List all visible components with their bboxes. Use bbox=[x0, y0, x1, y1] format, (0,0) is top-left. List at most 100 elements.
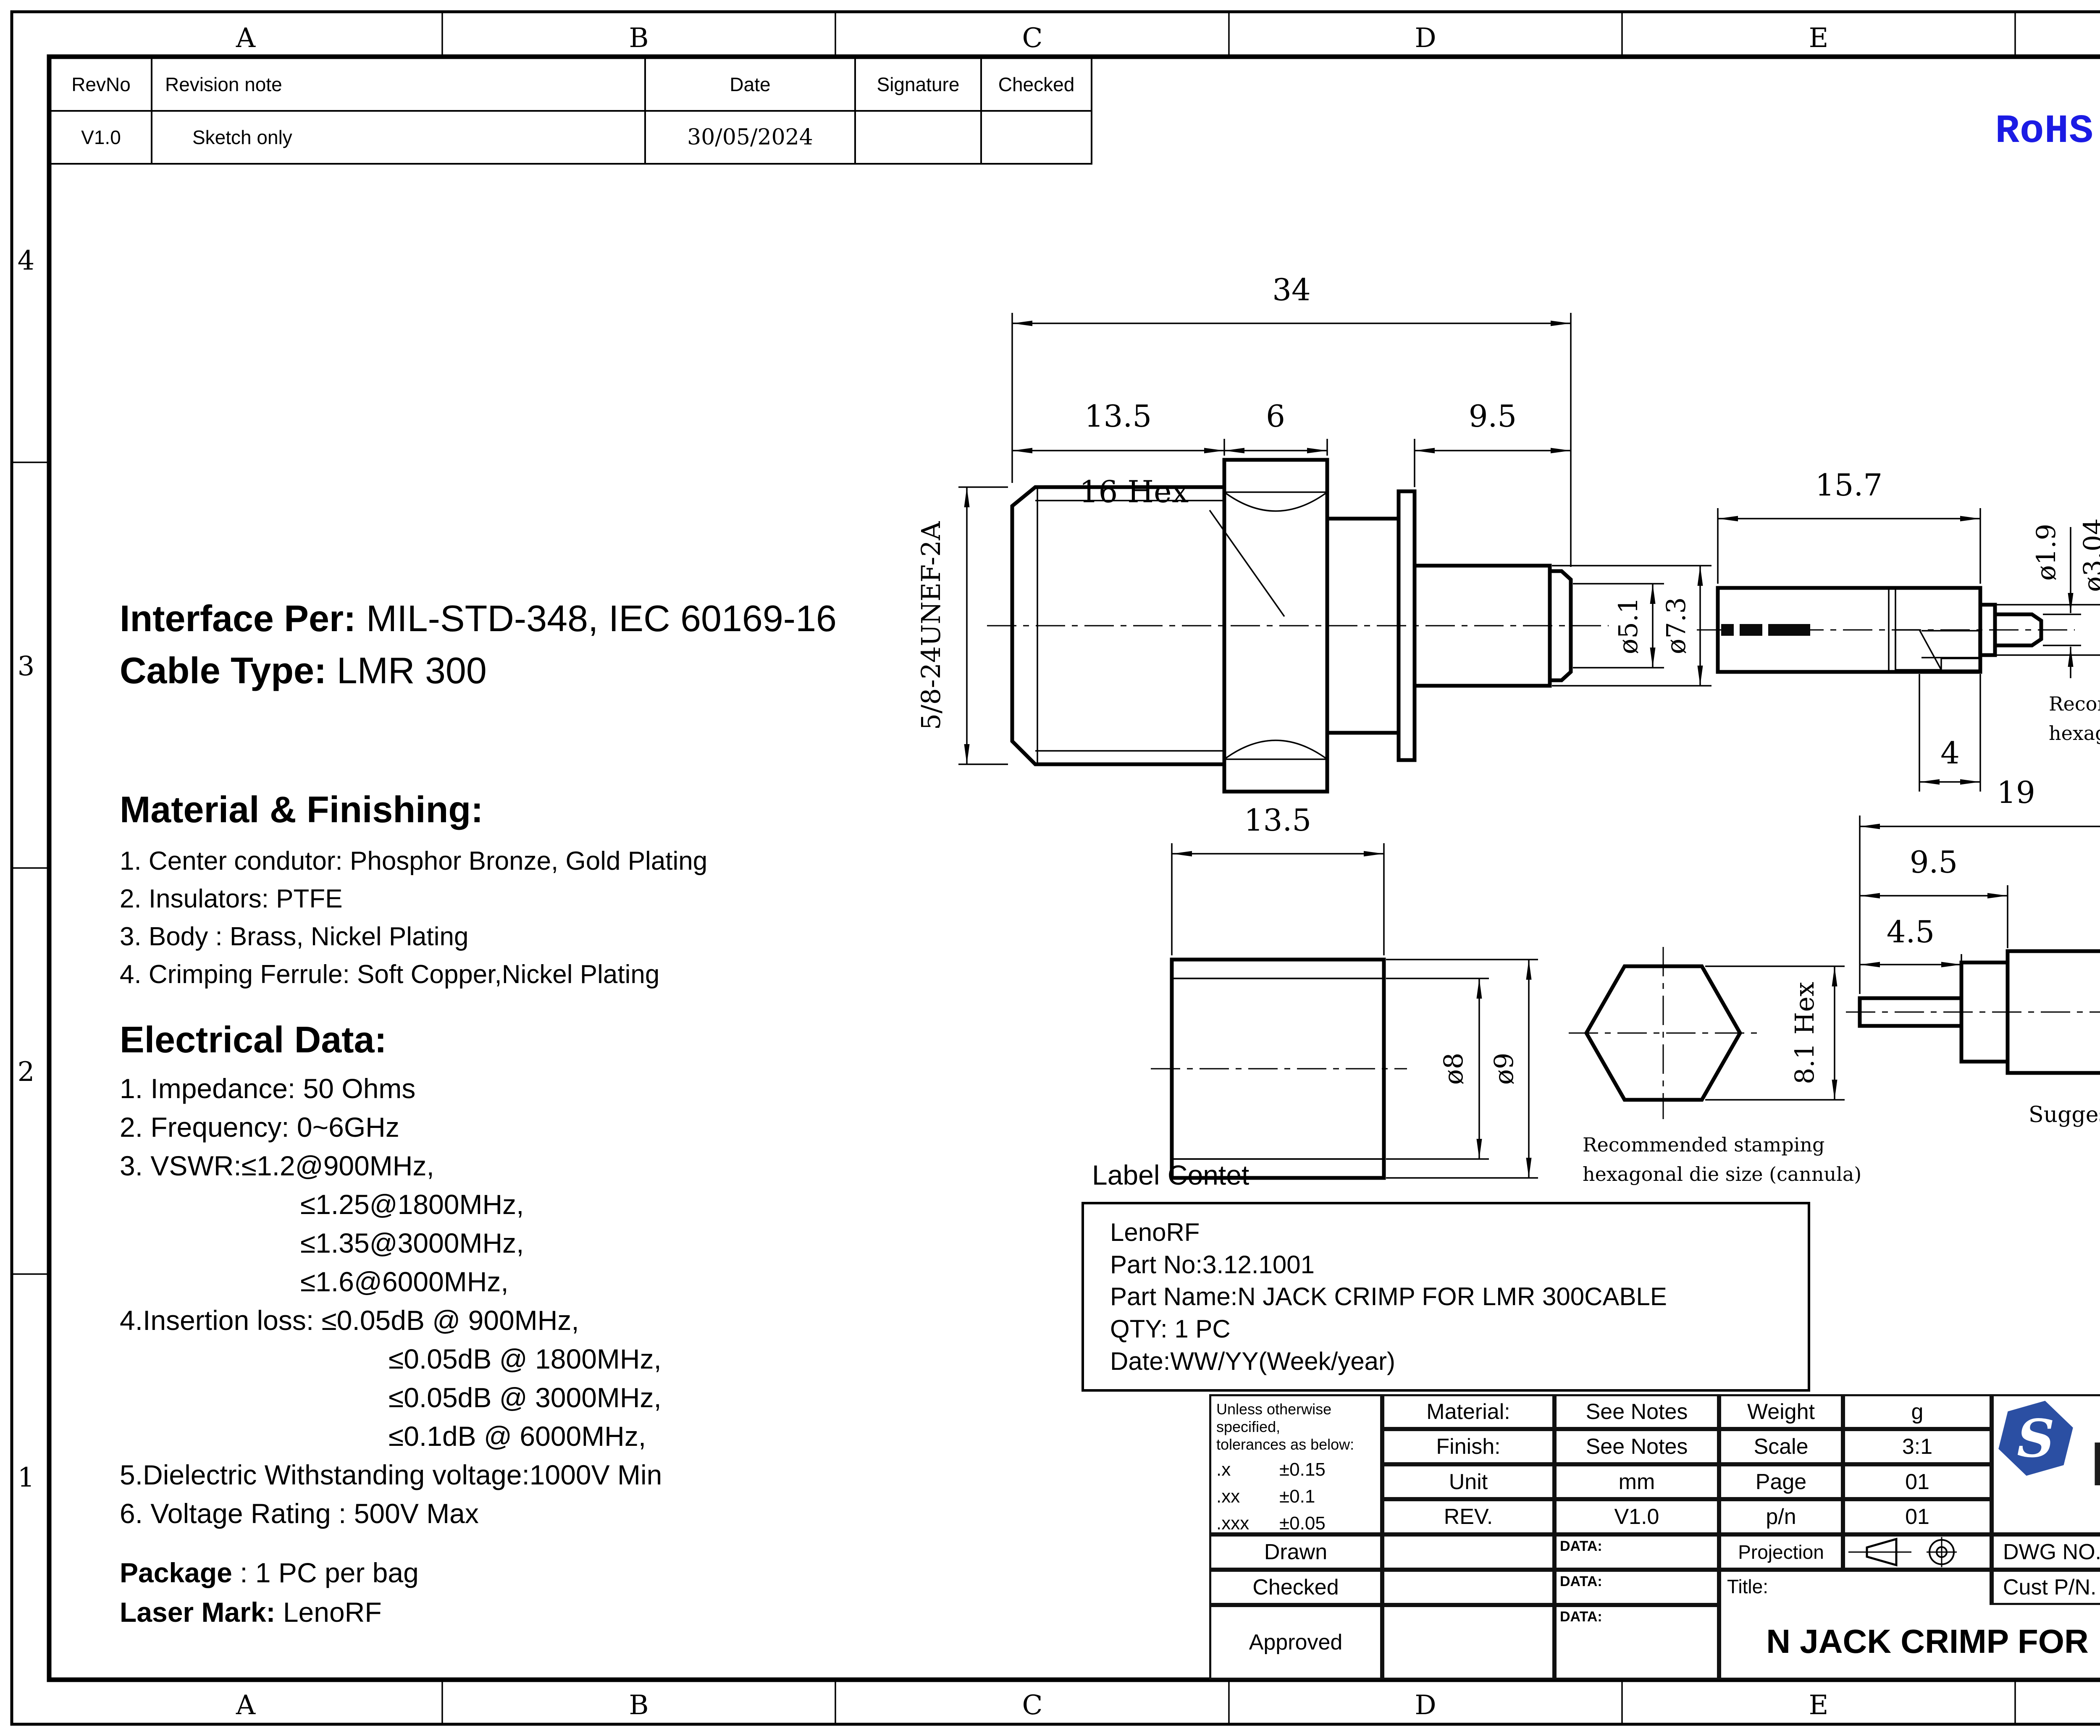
checked-date-cell: DATA: bbox=[1554, 1570, 1719, 1605]
cannula-hex-view: 8.1 Hex Recommended stamping hexagonal d… bbox=[1569, 947, 1861, 1185]
svg-text:hexagonal die size (Inserting: hexagonal die size (Inserting pin) bbox=[2049, 722, 2100, 745]
material-item: 4. Crimping Ferrule: Soft Copper,Nickel … bbox=[120, 960, 660, 989]
svg-text:8.1 Hex: 8.1 Hex bbox=[1789, 982, 1820, 1084]
rev-cell-date: 30/05/2024 bbox=[646, 112, 856, 165]
svg-text:Recommended stamping: Recommended stamping bbox=[2049, 692, 2100, 715]
svg-text:E: E bbox=[1809, 23, 1829, 54]
frame-column-labels-top: A B C D E F bbox=[236, 23, 1829, 54]
svg-text:B: B bbox=[629, 1690, 648, 1721]
label-content-heading: Label Contet bbox=[1092, 1159, 1250, 1191]
drawing-title: N JACK CRIMP FOR LMR 300 CABLE bbox=[1766, 1622, 2100, 1660]
finish-value-cell: See Notes bbox=[1554, 1429, 1719, 1464]
package-value: : 1 PC per bag bbox=[232, 1557, 419, 1588]
sheet-frame: A B C D E F A B C D E F 4 3 2 1 bbox=[10, 10, 2100, 1726]
weight-label-cell: Weight bbox=[1719, 1394, 1843, 1429]
electrical-item: ≤0.05dB @ 1800MHz, bbox=[388, 1343, 662, 1374]
svg-text:ø5.1: ø5.1 bbox=[1613, 597, 1643, 654]
rev-cell-note: Sketch only bbox=[152, 112, 646, 165]
tolerance-cell: Unless otherwise specified, tolerances a… bbox=[1209, 1394, 1382, 1560]
drawing-title-cell: N JACK CRIMP FOR LMR 300 CABLE bbox=[1719, 1605, 2100, 1680]
material-value-cell: See Notes bbox=[1554, 1394, 1719, 1429]
svg-text:B: B bbox=[629, 23, 648, 54]
scale-label-cell: Scale bbox=[1719, 1429, 1843, 1464]
electrical-item: 4.Insertion loss: ≤0.05dB @ 900MHz, bbox=[120, 1305, 579, 1336]
center-contact-view: 15.7 4 ø1.9 ø3.04 2.54 Hex bbox=[1697, 467, 2100, 792]
material-label-cell: Material: bbox=[1382, 1394, 1554, 1429]
svg-text:34: 34 bbox=[1272, 272, 1311, 307]
rev-value-cell: V1.0 bbox=[1554, 1499, 1719, 1534]
label-line: QTY: 1 PC bbox=[1110, 1315, 1231, 1343]
page-value-cell: 01 bbox=[1843, 1464, 1992, 1499]
label-line: LenoRF bbox=[1110, 1218, 1200, 1246]
material-list: 1. Center condutor: Phosphor Bronze, Gol… bbox=[120, 842, 981, 994]
svg-text:ø1.9: ø1.9 bbox=[2031, 524, 2061, 581]
package-row: Package : 1 PC per bag bbox=[120, 1556, 981, 1589]
cable-value: LMR 300 bbox=[326, 650, 487, 691]
label-content-box: LenoRF Part No:3.12.1001 Part Name:N JAC… bbox=[1082, 1202, 1810, 1392]
svg-text:6: 6 bbox=[1266, 399, 1285, 434]
lenorf-logo-icon: S bbox=[1998, 1400, 2073, 1476]
svg-text:C: C bbox=[1022, 1690, 1043, 1721]
weight-value-cell: g bbox=[1843, 1394, 1992, 1429]
laser-mark-label: Laser Mark: bbox=[120, 1597, 276, 1628]
interface-value: MIL-STD-348, IEC 60169-16 bbox=[356, 598, 837, 639]
approved-label-cell: Approved bbox=[1209, 1605, 1382, 1680]
material-heading: Material & Finishing: bbox=[120, 789, 483, 830]
frame-row-labels-left: 4 3 2 1 bbox=[18, 245, 35, 1493]
approved-date-cell: DATA: bbox=[1554, 1605, 1719, 1680]
first-angle-projection-icon bbox=[1848, 1537, 1957, 1567]
electrical-heading: Electrical Data: bbox=[120, 1019, 387, 1060]
tolerance-note-line1: Unless otherwise specified, bbox=[1216, 1400, 1332, 1435]
dwg-no-label-cell: DWG NO. bbox=[1992, 1534, 2100, 1570]
svg-text:Suggested stripping: Suggested stripping bbox=[2029, 1102, 2100, 1128]
label-line: Part No:3.12.1001 bbox=[1110, 1250, 1315, 1279]
svg-text:D: D bbox=[1415, 1690, 1436, 1721]
rev-header-date: Date bbox=[646, 59, 856, 112]
electrical-item: ≤1.6@6000MHz, bbox=[300, 1266, 509, 1297]
cable-row: Cable Type: LMR 300 bbox=[120, 648, 981, 693]
rev-header-checked: Checked bbox=[982, 59, 1092, 112]
scale-value-cell: 3:1 bbox=[1843, 1429, 1992, 1464]
electrical-item: ≤0.05dB @ 3000MHz, bbox=[388, 1382, 662, 1413]
svg-text:D: D bbox=[1415, 23, 1436, 54]
svg-text:1: 1 bbox=[18, 1462, 35, 1493]
electrical-item: ≤1.25@1800MHz, bbox=[300, 1189, 524, 1220]
drawn-signature-cell bbox=[1382, 1534, 1554, 1570]
tolerance-note-line2: tolerances as below: bbox=[1216, 1436, 1354, 1453]
electrical-item: 2. Frequency: 0~6GHz bbox=[120, 1112, 399, 1143]
tolerance-row: .xxx±0.05 bbox=[1216, 1513, 1326, 1534]
cable-label: Cable Type: bbox=[120, 650, 327, 691]
lenorf-logo: S LenoRF bbox=[1992, 1394, 2100, 1534]
material-item: 1. Center condutor: Phosphor Bronze, Gol… bbox=[120, 847, 708, 876]
finish-label-cell: Finish: bbox=[1382, 1429, 1554, 1464]
title-label-cell: Title: bbox=[1719, 1570, 1992, 1605]
interface-row: Interface Per: MIL-STD-348, IEC 60169-16 bbox=[120, 596, 981, 641]
svg-text:hexagonal die size (cannula): hexagonal die size (cannula) bbox=[1583, 1163, 1861, 1185]
material-item: 3. Body : Brass, Nickel Plating bbox=[120, 922, 469, 951]
svg-text:ø9: ø9 bbox=[1488, 1053, 1519, 1085]
stripping-view: 19 9.5 4.5 Suggested stripping bbox=[1846, 775, 2100, 1128]
label-line: Date:WW/YY(Week/year) bbox=[1110, 1347, 1396, 1376]
title-block: Unless otherwise specified, tolerances a… bbox=[1209, 1394, 2100, 1680]
drawn-date-cell: DATA: bbox=[1554, 1534, 1719, 1570]
svg-text:A: A bbox=[236, 23, 256, 54]
svg-text:13.5: 13.5 bbox=[1084, 399, 1152, 434]
lenorf-logo-text: LenoRF bbox=[2091, 1429, 2100, 1500]
approved-signature-cell bbox=[1382, 1605, 1554, 1680]
tolerance-row: .xx±0.1 bbox=[1216, 1486, 1315, 1507]
electrical-item: 6. Voltage Rating : 500V Max bbox=[120, 1498, 479, 1529]
svg-text:ø7.3: ø7.3 bbox=[1661, 597, 1691, 654]
laser-mark-value: LenoRF bbox=[275, 1597, 382, 1628]
svg-text:3: 3 bbox=[18, 651, 35, 682]
svg-text:5/8-24UNEF-2A: 5/8-24UNEF-2A bbox=[916, 521, 946, 730]
unit-value-cell: mm bbox=[1554, 1464, 1719, 1499]
svg-text:9.5: 9.5 bbox=[1469, 399, 1517, 434]
svg-text:ø3.04: ø3.04 bbox=[2078, 518, 2100, 592]
rev-header-note: Revision note bbox=[152, 59, 646, 112]
laser-mark-row: Laser Mark: LenoRF bbox=[120, 1595, 981, 1629]
projection-symbol-cell bbox=[1843, 1534, 1992, 1570]
svg-text:A: A bbox=[236, 1690, 256, 1721]
svg-text:C: C bbox=[1022, 23, 1043, 54]
